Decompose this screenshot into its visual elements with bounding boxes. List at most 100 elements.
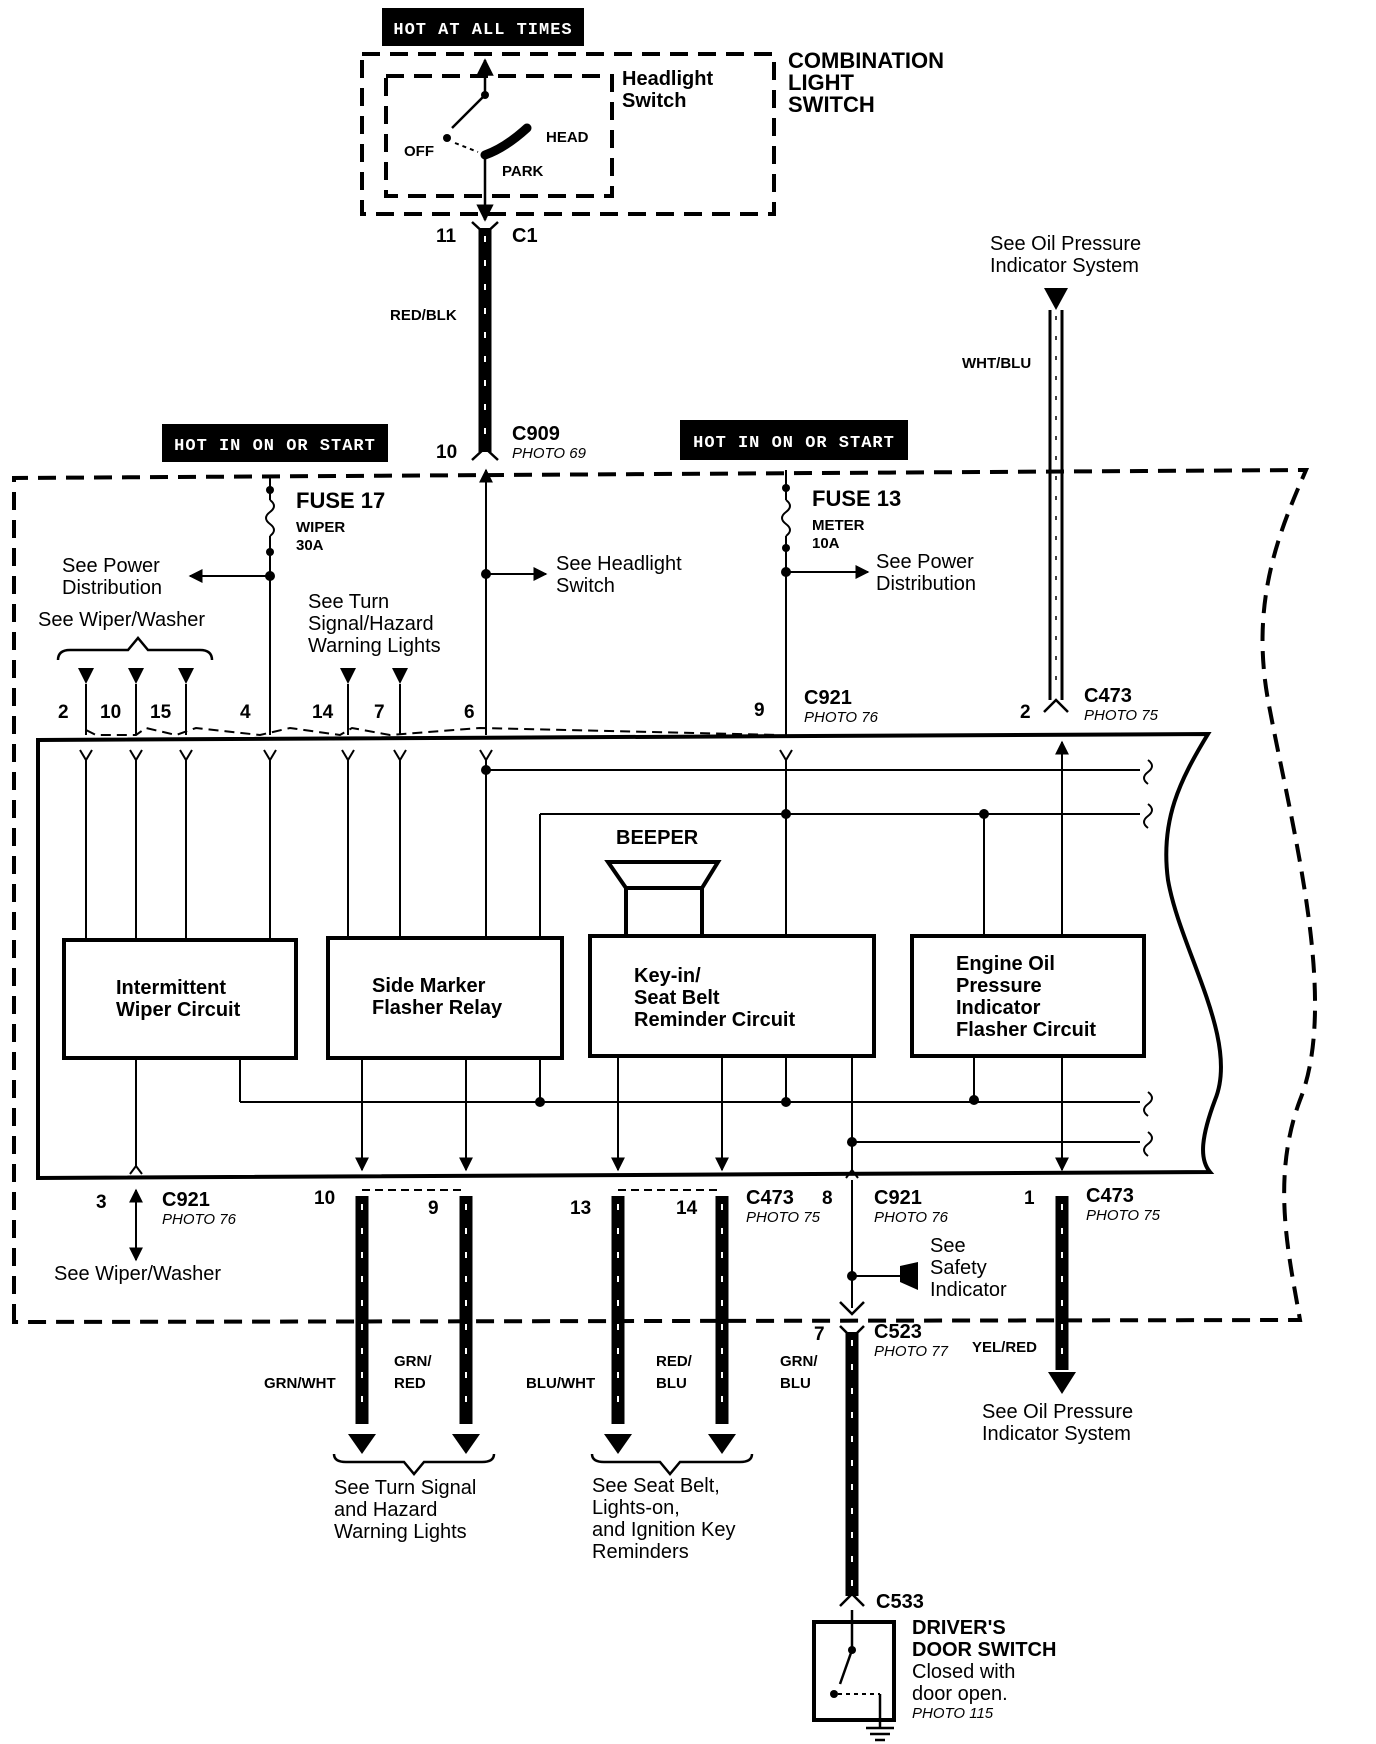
svg-text:RED/BLK: RED/BLK [390,307,457,324]
svg-text:7: 7 [814,1324,825,1345]
svg-text:WIPER: WIPER [296,519,345,536]
svg-text:and Hazard: and Hazard [334,1499,437,1521]
svg-text:C921: C921 [804,687,852,709]
svg-text:PARK: PARK [502,163,544,180]
hot-in-on-right-label: HOT IN ON OR START [680,420,908,460]
svg-text:Indicator System: Indicator System [990,255,1139,277]
top-pin-forks [79,740,1153,940]
svg-text:Intermittent: Intermittent [116,977,226,999]
top-pin-row: See Wiper/Washer See Turn Signal/Hazard … [38,591,781,737]
svg-text:FUSE 17: FUSE 17 [296,488,385,513]
svg-text:4: 4 [240,702,251,723]
headlight-feed: See Headlight Switch [479,468,682,735]
svg-text:Headlight: Headlight [622,68,713,90]
svg-text:C533: C533 [876,1591,924,1613]
svg-text:C473: C473 [1084,685,1132,707]
c921-bottom-right: 8 C921 PHOTO 76 See Safety Indicator [822,1180,1007,1316]
svg-text:door open.: door open. [912,1683,1008,1705]
svg-text:COMBINATION: COMBINATION [788,48,944,73]
svg-text:PHOTO 69: PHOTO 69 [512,445,587,462]
svg-text:See Oil Pressure: See Oil Pressure [990,233,1141,255]
svg-text:GRN/: GRN/ [780,1353,818,1370]
svg-text:Side Marker: Side Marker [372,975,486,997]
beeper: BEEPER [604,827,722,940]
svg-text:14: 14 [312,702,334,723]
oil-pressure-top-harness: See Oil Pressure Indicator System WHT/BL… [962,233,1159,724]
svg-text:C909: C909 [512,423,560,445]
svg-text:See Power: See Power [876,551,974,573]
svg-text:and Ignition Key: and Ignition Key [592,1519,735,1541]
svg-text:RED/: RED/ [656,1353,693,1370]
svg-text:Key-in/: Key-in/ [634,965,701,987]
svg-text:PHOTO 77: PHOTO 77 [874,1343,949,1360]
svg-text:Engine Oil: Engine Oil [956,953,1055,975]
c921-top-connector: 9 C921 PHOTO 76 [754,687,879,726]
svg-text:BEEPER: BEEPER [616,827,699,849]
svg-text:Flasher Circuit: Flasher Circuit [956,1019,1096,1041]
svg-text:14: 14 [676,1198,698,1219]
svg-text:WHT/BLU: WHT/BLU [962,355,1031,372]
svg-text:13: 13 [570,1198,591,1219]
svg-text:See Turn Signal: See Turn Signal [334,1477,476,1499]
svg-text:DOOR SWITCH: DOOR SWITCH [912,1639,1056,1661]
svg-text:10A: 10A [812,535,840,552]
svg-text:PHOTO 115: PHOTO 115 [912,1705,994,1722]
svg-text:HOT IN ON OR START: HOT IN ON OR START [693,434,895,453]
svg-text:1: 1 [1024,1188,1035,1209]
svg-text:Indicator: Indicator [956,997,1041,1019]
svg-text:6: 6 [464,702,475,723]
svg-text:Reminders: Reminders [592,1541,689,1563]
svg-text:BLU/WHT: BLU/WHT [526,1375,595,1392]
svg-text:HOT IN ON OR START: HOT IN ON OR START [174,437,376,456]
svg-text:OFF: OFF [404,143,434,160]
svg-text:10: 10 [436,442,457,463]
svg-text:BLU: BLU [656,1375,687,1392]
svg-text:C473: C473 [1086,1185,1134,1207]
side-marker-flasher-relay: Side Marker Flasher Relay [326,936,564,1060]
svg-text:HOT AT ALL TIMES: HOT AT ALL TIMES [393,21,572,40]
hot-in-on-left-label: HOT IN ON OR START [162,424,388,462]
combination-light-switch: COMBINATION LIGHT SWITCH Headlight Switc… [360,48,944,222]
svg-text:Seat Belt: Seat Belt [634,987,720,1009]
svg-text:15: 15 [150,702,172,723]
svg-text:10: 10 [314,1188,335,1209]
svg-text:See Wiper/Washer: See Wiper/Washer [54,1263,221,1285]
svg-text:DRIVER'S: DRIVER'S [912,1617,1006,1639]
svg-text:3: 3 [96,1192,107,1213]
key-in-seat-belt-reminder-circuit: Key-in/ Seat Belt Reminder Circuit [588,934,876,1058]
svg-text:See Seat Belt,: See Seat Belt, [592,1475,720,1497]
svg-text:See Wiper/Washer: See Wiper/Washer [38,609,205,631]
fuse-13: FUSE 13 METER 10A See Power Distribution [781,470,976,735]
svg-text:2: 2 [58,702,69,723]
svg-text:HEAD: HEAD [546,129,589,146]
svg-text:SWITCH: SWITCH [788,92,875,117]
svg-text:PHOTO 76: PHOTO 76 [162,1211,237,1228]
svg-text:See: See [930,1235,966,1257]
svg-text:FUSE 13: FUSE 13 [812,486,901,511]
svg-text:C921: C921 [162,1189,210,1211]
svg-text:Reminder Circuit: Reminder Circuit [634,1009,795,1031]
svg-text:YEL/RED: YEL/RED [972,1339,1037,1356]
svg-text:Flasher Relay: Flasher Relay [372,997,503,1019]
svg-text:C921: C921 [874,1187,922,1209]
svg-text:METER: METER [812,517,865,534]
main-module-outline [36,731,1223,1181]
svg-text:Switch: Switch [556,575,615,597]
svg-text:GRN/WHT: GRN/WHT [264,1375,336,1392]
drivers-door-switch: DRIVER'S DOOR SWITCH Closed with door op… [812,1610,1056,1742]
fuse-17: FUSE 17 WIPER 30A See Power Distribution [62,478,385,735]
svg-text:Distribution: Distribution [876,573,976,595]
svg-text:Closed with: Closed with [912,1661,1015,1683]
svg-text:See Oil Pressure: See Oil Pressure [982,1401,1133,1423]
svg-text:9: 9 [428,1198,439,1219]
c473-bottom-right: 1 C473 PHOTO 75 See Oil Pressure Indicat… [982,1185,1161,1445]
svg-text:Pressure: Pressure [956,975,1042,997]
svg-text:Signal/Hazard: Signal/Hazard [308,613,434,635]
red-blk-harness: 11 C1 RED/BLK 10 C909 PHOTO 69 [390,221,587,463]
hot-at-all-times-label: HOT AT ALL TIMES [382,8,584,46]
svg-text:RED: RED [394,1375,426,1392]
svg-text:PHOTO 76: PHOTO 76 [874,1209,949,1226]
svg-text:See Turn: See Turn [308,591,389,613]
bottom-harnesses: GRN/WHT GRN/ RED BLU/WHT RED/ BLU YEL/RE… [264,1196,1076,1454]
